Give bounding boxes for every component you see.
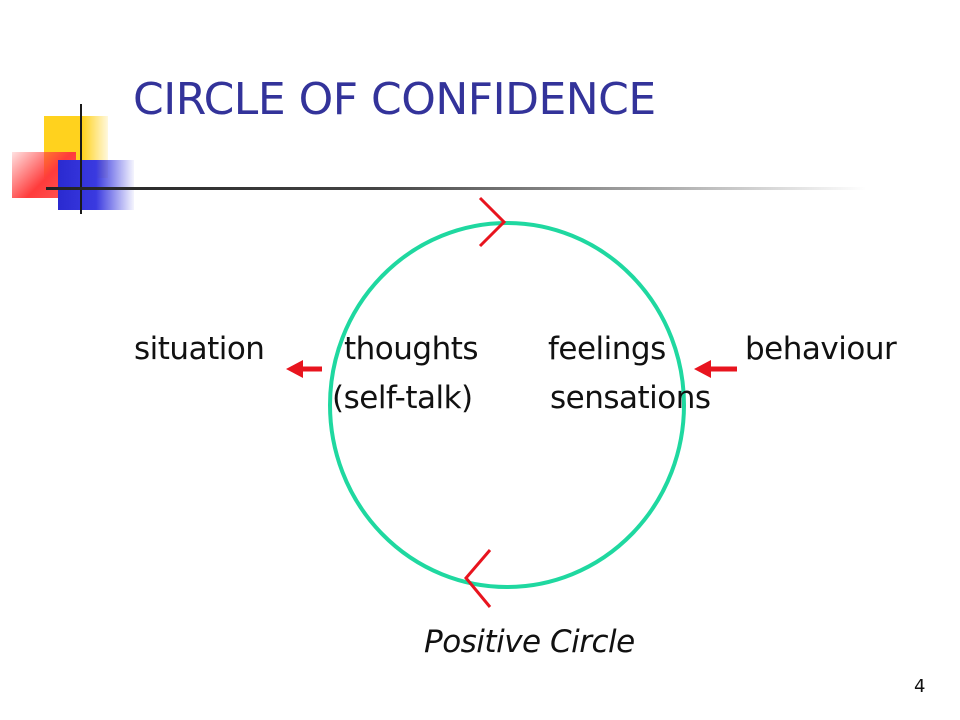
node-sensations: sensations <box>550 380 711 416</box>
top-chevron-icon <box>478 196 507 248</box>
node-feelings: feelings <box>548 331 666 367</box>
node-situation: situation <box>134 331 265 367</box>
node-thoughts: thoughts <box>344 331 479 367</box>
slide-title: CIRCLE OF CONFIDENCE <box>133 74 656 125</box>
node-behaviour: behaviour <box>745 331 897 367</box>
decor-vertical-line <box>80 104 82 214</box>
page-number: 4 <box>914 676 926 697</box>
left-arrow-icon <box>286 360 322 378</box>
bottom-chevron-icon <box>464 549 492 608</box>
title-underline <box>46 187 866 190</box>
diagram-caption: Positive Circle <box>424 624 635 660</box>
node-self-talk: (self-talk) <box>332 380 473 416</box>
decor-blue-square <box>58 160 134 210</box>
cycle-circle <box>328 221 686 589</box>
right-arrow-icon <box>694 360 737 378</box>
